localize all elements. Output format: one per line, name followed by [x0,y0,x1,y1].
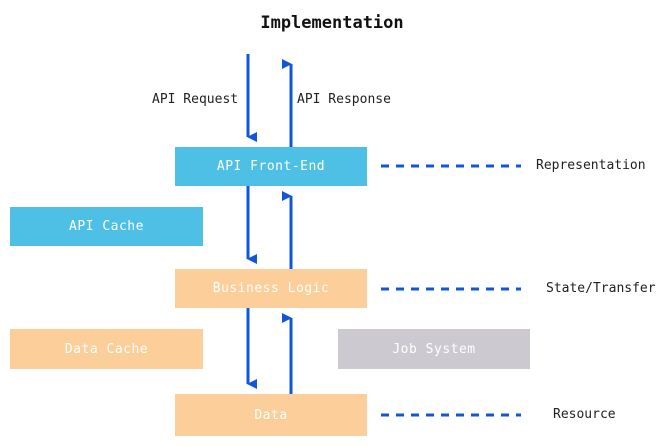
layer-label-resource: Resource [553,407,616,422]
node-api-cache[interactable]: API Cache [10,207,203,246]
node-data-cache[interactable]: Data Cache [10,329,203,369]
node-job-system[interactable]: Job System [338,329,530,369]
layer-label-representation: Representation [536,158,646,173]
arrow-label-api-request: API Request [152,92,239,107]
layer-label-state-transfer: State/Transfer [546,281,656,296]
node-api-frontend[interactable]: API Front-End [175,147,367,186]
arrow-label-api-response: API Response [297,92,391,107]
node-data[interactable]: Data [175,394,367,436]
node-business-logic[interactable]: Business Logic [175,269,367,308]
page-title: Implementation [260,13,404,33]
